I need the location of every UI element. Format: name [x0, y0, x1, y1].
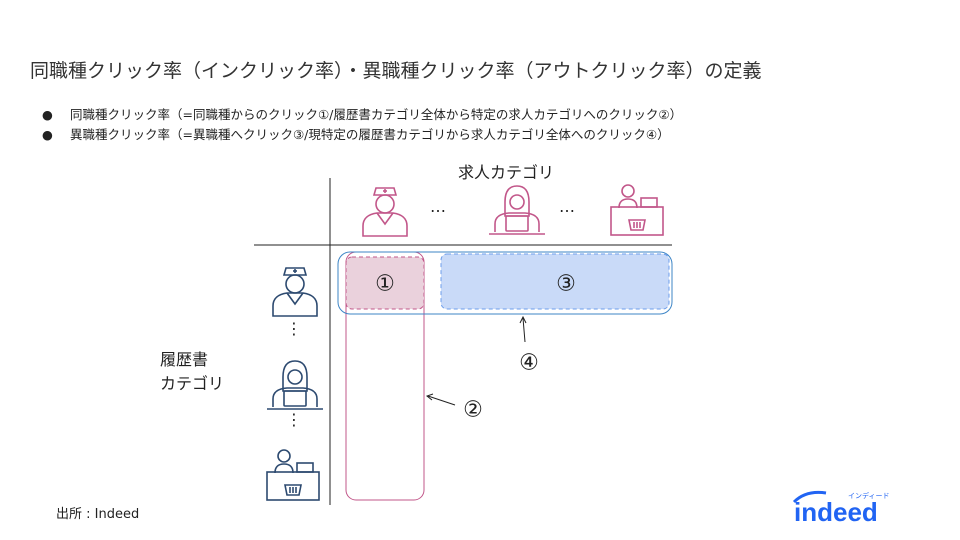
page-title: 同職種クリック率（インクリック率）・異職種クリック率（アウトクリック率）の定義	[30, 60, 762, 82]
bullet-text: 同職種クリック率（=同職種からのクリック①/履歴書カテゴリ全体から特定の求人カテ…	[70, 107, 683, 122]
vertical-ellipsis: ⋮	[286, 319, 302, 338]
marker-2: ②	[463, 398, 483, 423]
cashier-icon	[610, 184, 664, 236]
horizontal-ellipsis: …	[559, 197, 575, 216]
region-3-cell	[440, 253, 670, 310]
indeed-logo: インディード indeed	[792, 490, 890, 527]
svg-text:インディード: インディード	[848, 491, 890, 500]
office-worker-icon	[489, 185, 545, 235]
svg-text:indeed: indeed	[794, 497, 878, 527]
resume-category-label: 履歴書 カテゴリ	[160, 348, 224, 396]
bullet-different-job-click-rate: ● 異職種クリック率（=異職種へクリック③/現特定の履歴書カテゴリから求人カテゴリ…	[42, 124, 670, 143]
bullet-text: 異職種クリック率（=異職種へクリック③/現特定の履歴書カテゴリから求人カテゴリ全…	[70, 127, 670, 142]
bullet-marker: ●	[42, 127, 53, 142]
nurse-icon	[362, 187, 408, 237]
marker-3: ③	[556, 272, 576, 297]
cashier-icon	[266, 449, 320, 501]
bullet-marker: ●	[42, 107, 53, 122]
marker-4: ④	[519, 351, 539, 376]
resume-category-label-line2: カテゴリ	[160, 374, 225, 393]
arrow-to-region-2	[425, 393, 456, 406]
source-credit: 出所 : Indeed	[56, 507, 140, 522]
job-category-label: 求人カテゴリ	[458, 163, 555, 182]
horizontal-ellipsis: …	[430, 197, 446, 216]
region-4-outline	[337, 251, 673, 315]
region-1-cell	[345, 256, 425, 310]
marker-1: ①	[375, 272, 395, 297]
nurse-icon	[272, 267, 318, 317]
arrow-to-region-4	[519, 315, 527, 343]
vertical-ellipsis: ⋮	[286, 410, 302, 429]
office-worker-icon	[267, 360, 323, 410]
resume-category-label-line1: 履歴書	[160, 350, 209, 369]
bullet-same-job-click-rate: ● 同職種クリック率（=同職種からのクリック①/履歴書カテゴリ全体から特定の求人カ…	[42, 104, 682, 123]
